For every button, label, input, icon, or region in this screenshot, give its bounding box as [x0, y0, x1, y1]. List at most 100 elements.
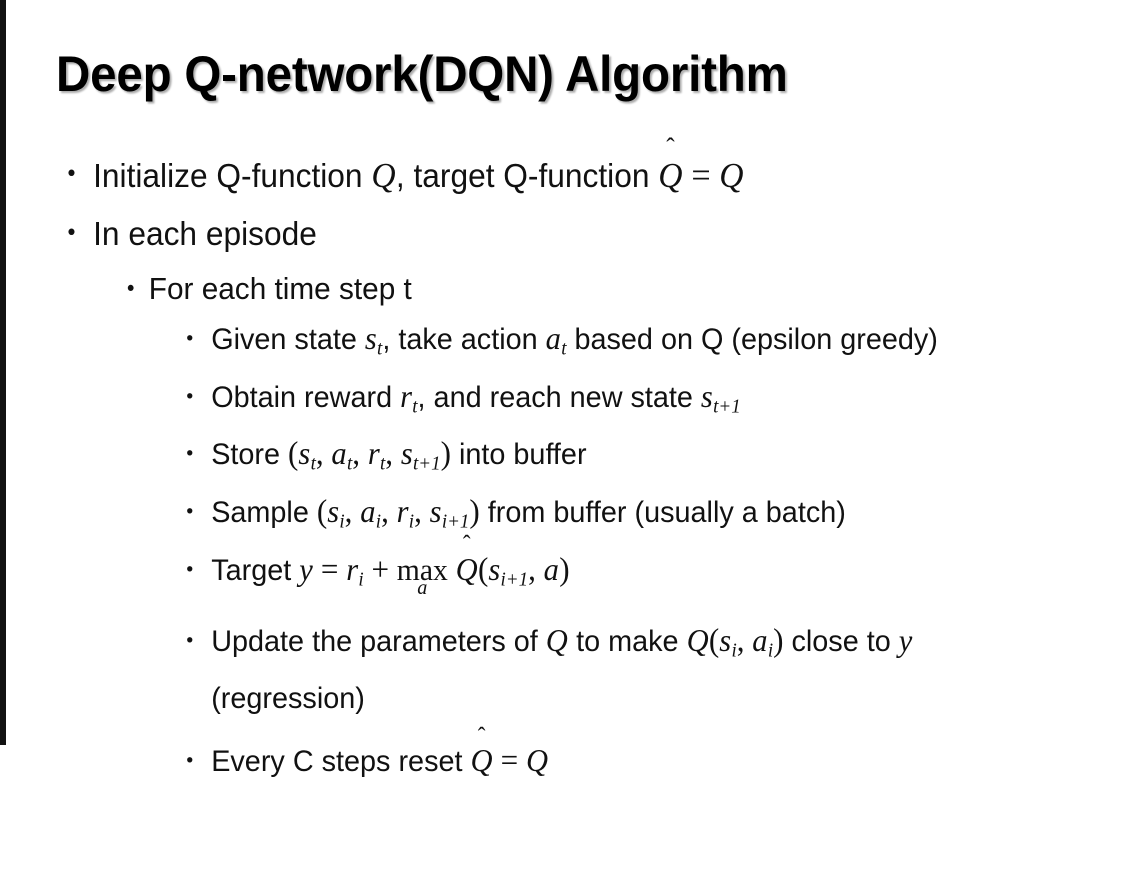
bullet-marker-icon: •	[184, 500, 196, 523]
text-segment: Initialize Q-function	[93, 157, 372, 194]
math-equals: =	[691, 155, 711, 195]
math-var-q-base: Q	[470, 742, 493, 778]
text-segment: from buffer (usually a batch)	[479, 495, 846, 529]
list-item-text: Every C steps reset Q̂ = Q	[211, 737, 1050, 786]
list-item: • In each episode	[0, 205, 1079, 263]
math-subscript: i	[375, 510, 382, 533]
math-var-s: s	[298, 436, 311, 472]
math-plus: +	[371, 552, 390, 589]
math-subscript: t	[561, 337, 567, 360]
math-equals: =	[500, 742, 519, 779]
text-segment: , and reach new state	[417, 380, 701, 414]
math-comma: ,	[414, 493, 430, 530]
math-subscript: i	[731, 639, 737, 662]
list-item-text: Store (st, at, rt, st+1) into buffer	[211, 430, 1050, 488]
math-var-s: s	[700, 378, 714, 414]
math-paren-close: )	[469, 493, 480, 530]
math-paren-open: (	[288, 436, 299, 473]
math-var-q2: Q	[686, 623, 709, 659]
math-subscript: i	[767, 639, 774, 662]
text-segment: Target	[211, 554, 300, 588]
list-item-text: Initialize Q-function Q , target Q-functi…	[93, 146, 1079, 205]
math-subscript: t	[377, 337, 383, 360]
math-subscript: t+1	[413, 452, 441, 475]
bullet-marker-icon: •	[184, 559, 196, 582]
math-paren-open: (	[708, 623, 720, 660]
math-comma: ,	[381, 493, 397, 530]
math-var-q-hat: Q̂	[470, 737, 492, 786]
left-edge-strip	[0, 0, 6, 745]
bullet-marker-icon: •	[184, 385, 196, 408]
text-segment: Obtain reward	[211, 380, 401, 414]
bullet-marker-icon: •	[65, 221, 78, 246]
list-item: • Given state st, take action at based o…	[0, 315, 1079, 373]
list-item-text: Update the parameters of Q to make Q(si,…	[211, 617, 1050, 723]
list-item-text: Sample (si, ai, ri, si+1) from buffer (u…	[211, 488, 1050, 546]
math-comma: ,	[315, 436, 332, 473]
math-subscript: t	[379, 452, 386, 475]
math-comma: ,	[352, 436, 368, 473]
math-var-q-base: Q	[455, 552, 478, 588]
math-var-s-next: s	[488, 552, 501, 588]
bullet-marker-icon: •	[184, 443, 196, 466]
text-segment: Store	[211, 438, 289, 472]
math-comma: ,	[736, 623, 753, 660]
list-item: • Initialize Q-function Q , target Q-func…	[0, 146, 1079, 205]
text-segment: Every C steps reset	[211, 744, 471, 778]
math-var-r: r	[396, 493, 409, 529]
text-segment: Update the parameters of	[211, 625, 546, 659]
bullet-marker-icon: •	[184, 749, 196, 772]
math-var-q2: Q	[719, 156, 744, 195]
list-item: • Sample (si, ai, ri, si+1) from buffer …	[0, 488, 1079, 546]
math-subscript: t	[346, 452, 353, 475]
page-title: Deep Q-network(DQN) Algorithm	[56, 46, 788, 102]
text-segment: (regression)	[211, 681, 365, 715]
bullet-marker-icon: •	[65, 162, 78, 187]
list-item: • Update the parameters of Q to make Q(s…	[0, 617, 1079, 723]
text-segment: close to	[783, 625, 899, 659]
math-var-s-next: s	[400, 436, 414, 472]
math-var-r: r	[346, 552, 359, 588]
math-subscript: t+1	[713, 395, 741, 418]
text-segment: into buffer	[450, 438, 587, 472]
list-item-text: Given state st, take action at based on …	[211, 315, 1050, 373]
math-var-y: y	[299, 552, 314, 588]
math-var-a: a	[360, 493, 376, 529]
math-var-s-next: s	[429, 493, 442, 529]
math-var-q-hat: Q̂	[456, 545, 478, 596]
bullet-marker-icon: •	[184, 630, 196, 653]
math-subscript: i	[408, 510, 415, 533]
math-op-subscript: a	[417, 574, 428, 599]
math-op-name: max	[396, 552, 448, 588]
math-paren-close: )	[773, 623, 784, 660]
math-paren-close: )	[440, 436, 451, 473]
math-comma: ,	[385, 436, 401, 473]
list-item: • Obtain reward rt, and reach new state …	[0, 373, 1079, 431]
math-comma: ,	[344, 493, 361, 530]
math-subscript: i	[339, 510, 345, 533]
math-var-q-hat: Q̂	[658, 147, 683, 205]
bullet-marker-icon: •	[124, 277, 137, 301]
bullet-marker-icon: •	[184, 328, 196, 350]
math-var-r: r	[400, 378, 413, 414]
math-subscript: i	[358, 568, 364, 591]
list-item: • Every C steps reset Q̂ = Q	[0, 737, 1079, 786]
math-var-a: a	[543, 552, 560, 588]
math-var-a: a	[331, 436, 347, 472]
math-var-q: Q	[545, 623, 569, 659]
math-equals: =	[320, 552, 339, 589]
math-subscript: t	[310, 452, 316, 475]
math-var-s: s	[364, 321, 378, 356]
math-subscript: t	[412, 395, 418, 418]
text-segment: Given state	[211, 323, 365, 356]
math-var-s: s	[719, 623, 732, 659]
list-item: • Store (st, at, rt, st+1) into buffer	[0, 430, 1079, 488]
math-paren-open: (	[316, 493, 328, 530]
text-segment: , take action	[382, 323, 546, 356]
text-segment: , target Q-function	[395, 157, 659, 194]
math-var-q: Q	[525, 742, 549, 778]
